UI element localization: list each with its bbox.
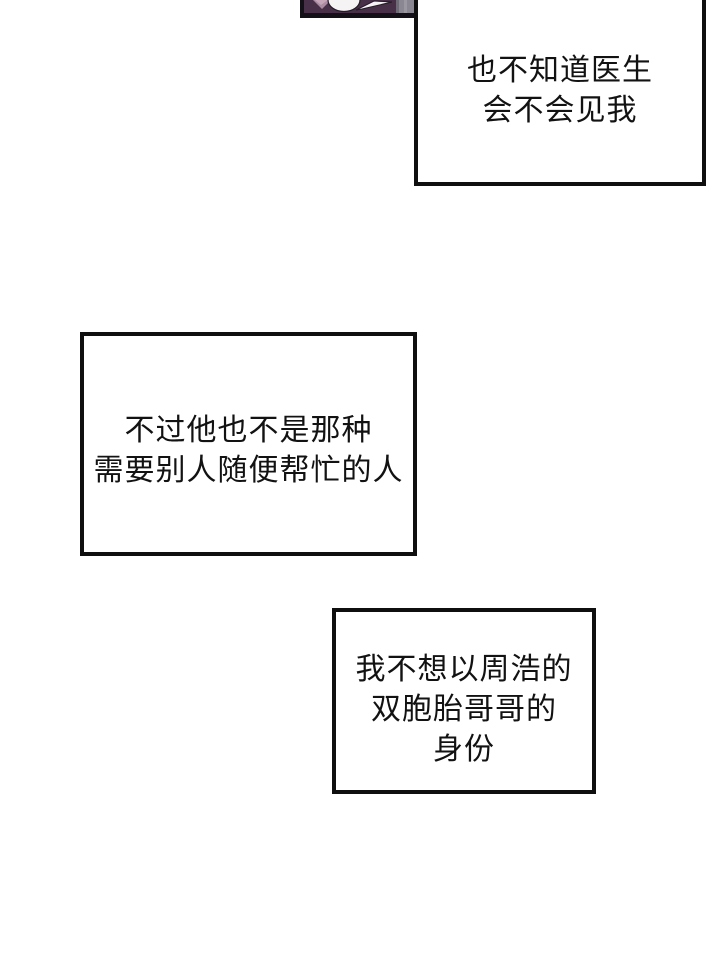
panel-bottom-border <box>300 13 414 18</box>
speech-line: 需要别人随便帮忙的人 <box>93 453 404 488</box>
speech-line: 我不想以周浩的 <box>355 652 573 687</box>
mauve-highlight-shape <box>313 0 331 9</box>
mauve-light-shape <box>315 0 328 5</box>
speech-box-3: 我不想以周浩的 双胞胎哥哥的 身份 <box>332 608 596 794</box>
speech-line: 会不会见我 <box>482 93 638 128</box>
speech-box-1: 也不知道医生 会不会见我 <box>414 0 706 186</box>
panel-art <box>300 0 414 18</box>
top-panel-fragment <box>300 0 414 18</box>
white-collar-shape <box>355 0 393 11</box>
white-head-shape <box>327 0 361 13</box>
gray-band-light-stripe <box>404 0 407 14</box>
panel-left-border <box>300 0 304 18</box>
speech-box-2: 不过他也不是那种 需要别人随便帮忙的人 <box>80 332 417 556</box>
speech-line: 不过他也不是那种 <box>124 413 373 448</box>
speech-line: 双胞胎哥哥的 <box>371 692 557 727</box>
speech-line: 也不知道医生 <box>467 53 653 88</box>
speech-line: 身份 <box>433 732 495 767</box>
gray-band-dark-stripe <box>396 0 399 14</box>
